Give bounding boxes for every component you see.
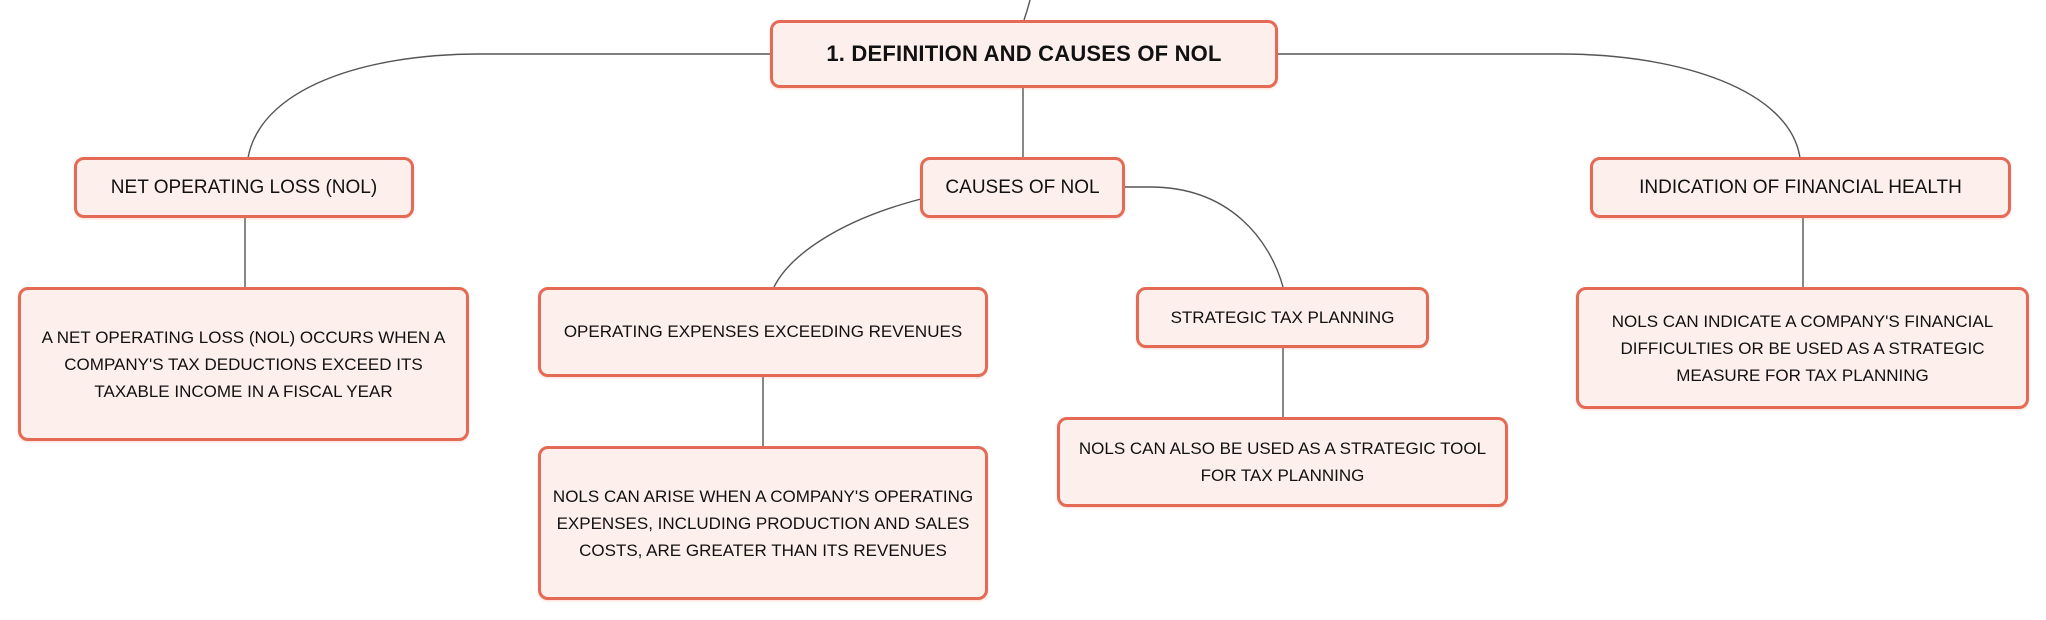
topic-label-net-operating-loss: NET OPERATING LOSS (NOL) <box>110 176 378 198</box>
description-node-net-operating-loss[interactable]: A NET OPERATING LOSS (NOL) OCCURS WHEN A… <box>18 287 469 441</box>
connector-root-to-health <box>1278 53 1801 159</box>
description-text-financial-health: NOLS CAN INDICATE A COMPANY'S FINANCIAL … <box>1611 311 1994 385</box>
description-text-net-operating-loss: A NET OPERATING LOSS (NOL) OCCURS WHEN A… <box>41 327 446 401</box>
topic-node-causes-of-nol[interactable]: CAUSES OF NOL <box>920 157 1125 218</box>
description-node-financial-health[interactable]: NOLS CAN INDICATE A COMPANY'S FINANCIAL … <box>1576 287 2029 409</box>
description-node-strategic-tax-planning[interactable]: NOLS CAN ALSO BE USED AS A STRATEGIC TOO… <box>1057 417 1508 507</box>
description-text-strategic-tax-planning: NOLS CAN ALSO BE USED AS A STRATEGIC TOO… <box>1078 439 1487 485</box>
topic-node-financial-health[interactable]: INDICATION OF FINANCIAL HEALTH <box>1590 157 2011 218</box>
topic-node-net-operating-loss[interactable]: NET OPERATING LOSS (NOL) <box>74 157 414 218</box>
subtopic-node-operating-expenses[interactable]: OPERATING EXPENSES EXCEEDING REVENUES <box>538 287 988 377</box>
connector-root-to-nol <box>247 53 770 159</box>
connector-parent-to-root <box>1023 0 1031 21</box>
subtopic-node-strategic-tax-planning[interactable]: STRATEGIC TAX PLANNING <box>1136 287 1429 348</box>
subtopic-label-operating-expenses: OPERATING EXPENSES EXCEEDING REVENUES <box>563 322 963 341</box>
subtopic-label-strategic-tax-planning: STRATEGIC TAX PLANNING <box>1170 307 1395 327</box>
description-node-operating-expenses[interactable]: NOLS CAN ARISE WHEN A COMPANY'S OPERATIN… <box>538 446 988 600</box>
description-text-operating-expenses: NOLS CAN ARISE WHEN A COMPANY'S OPERATIN… <box>552 486 974 560</box>
connector-causes-to-strategic-tax <box>1125 186 1284 288</box>
root-topic-label: 1. DEFINITION AND CAUSES OF NOL <box>826 41 1222 66</box>
topic-label-financial-health: INDICATION OF FINANCIAL HEALTH <box>1639 176 1962 198</box>
connector-causes-to-operating-expenses <box>773 198 922 288</box>
topic-label-causes-of-nol: CAUSES OF NOL <box>945 176 1100 198</box>
root-topic-node[interactable]: 1. DEFINITION AND CAUSES OF NOL <box>770 20 1278 88</box>
